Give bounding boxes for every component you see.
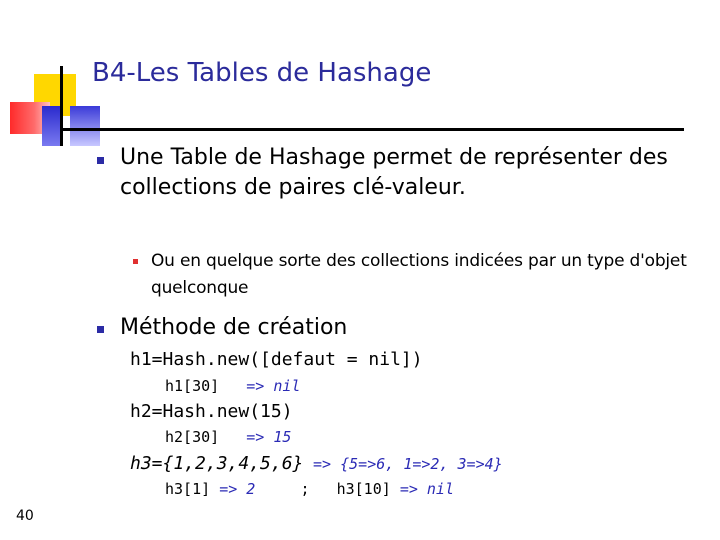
bullet-text: Une Table de Hashage permet de représent…	[120, 145, 668, 200]
code-result: => 15	[246, 428, 292, 446]
code-result: => nil	[246, 377, 301, 395]
code-line: h1[30] => nil	[165, 377, 300, 395]
code-expression: h3[1]	[165, 480, 211, 498]
code-line: h1=Hash.new([defaut = nil])	[130, 349, 423, 370]
bullet-text: Méthode de création	[120, 315, 348, 340]
code-result: => {5=>6, 1=>2, 3=>4}	[313, 455, 503, 473]
code-line: h2=Hash.new(15)	[130, 401, 293, 422]
code-line: h3[1] => 2 ; h3[10] => nil	[165, 480, 454, 498]
code-expression: h3[10]	[336, 480, 391, 498]
decor-vertical-rule	[60, 66, 63, 146]
code-result: => 2	[219, 480, 256, 498]
code-expression: h3={1,2,3,4,5,6}	[130, 453, 304, 474]
code-line: h3={1,2,3,4,5,6} => {5=>6, 1=>2, 3=>4}	[130, 453, 503, 474]
code-expression: h1[30]	[165, 377, 220, 395]
decor-blue-square	[42, 106, 60, 146]
page-number: 40	[16, 508, 34, 524]
slide-title: B4-Les Tables de Hashage	[92, 58, 432, 88]
code-result: => nil	[399, 480, 454, 498]
sub-bullet-text: Ou en quelque sorte des collections indi…	[151, 251, 687, 298]
code-line: h2[30] => 15	[165, 428, 291, 446]
bullet-square-icon	[97, 157, 104, 164]
title-underline-rule	[62, 128, 684, 131]
sub-bullet-square-icon	[133, 259, 138, 264]
code-separator: ;	[300, 480, 310, 498]
code-expression: h2[30]	[165, 428, 220, 446]
decor-blue-square-light	[70, 106, 100, 146]
bullet-square-icon	[97, 326, 104, 333]
